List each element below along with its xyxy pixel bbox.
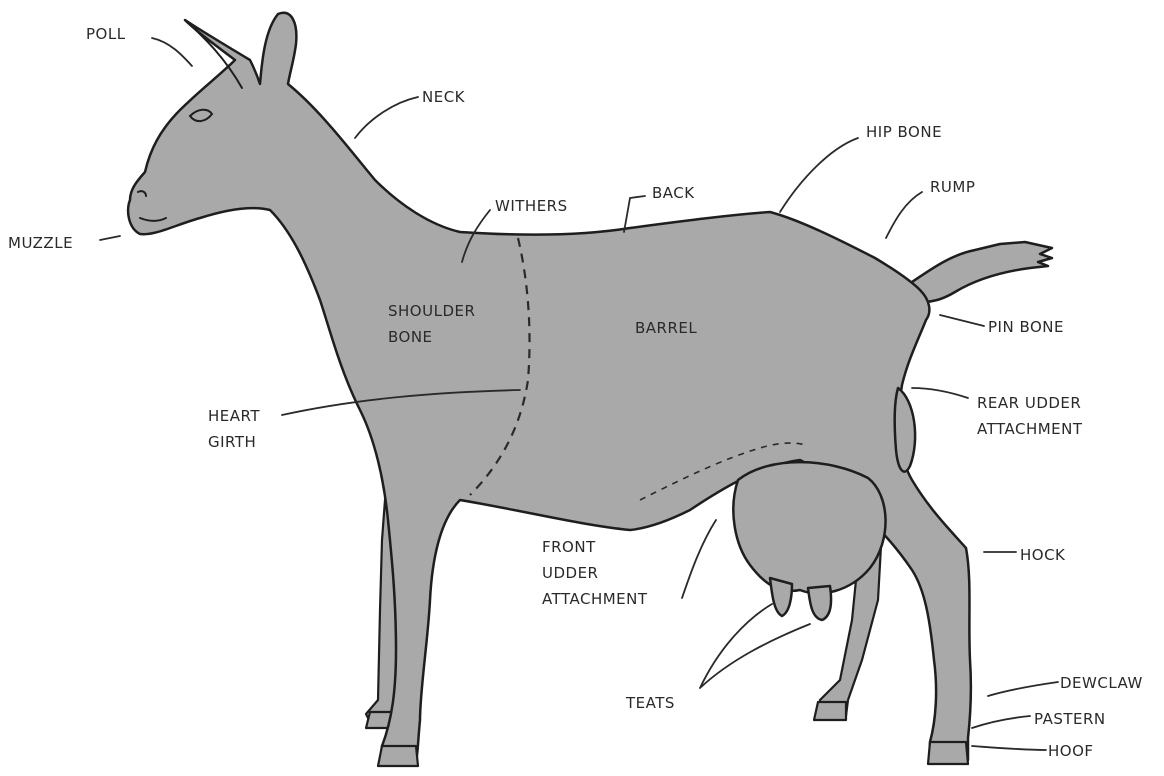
poll-leader	[152, 38, 192, 66]
label-poll: POLL	[86, 25, 126, 43]
label-teats: TEATS	[625, 694, 675, 712]
label-back: BACK	[652, 184, 695, 202]
rear-udder	[895, 388, 915, 472]
label-rear-udder: REAR UDDER	[977, 394, 1081, 412]
label-shoulder-bone: SHOULDER	[388, 302, 475, 320]
udder	[733, 462, 885, 593]
neck-leader	[355, 97, 418, 138]
label-heart-girth-2: GIRTH	[208, 433, 256, 451]
label-rear-udder-2: ATTACHMENT	[977, 420, 1083, 438]
label-muzzle: MUZZLE	[8, 234, 73, 252]
label-shoulder-bone-2: BONE	[388, 328, 433, 346]
label-heart-girth: HEART	[208, 407, 260, 425]
label-barrel: BARREL	[635, 319, 697, 337]
label-pastern: PASTERN	[1034, 710, 1106, 728]
label-pin-bone: PIN BONE	[988, 318, 1064, 336]
label-front-udder: FRONT	[542, 538, 596, 556]
front-udder-leader	[682, 520, 716, 598]
label-hock: HOCK	[1020, 546, 1066, 564]
label-hoof: HOOF	[1048, 742, 1094, 760]
front-hoof	[378, 746, 418, 766]
pinbone-leader	[940, 315, 984, 326]
teat-front	[770, 578, 792, 616]
hoof-leader	[972, 746, 1046, 750]
label-front-udder-3: ATTACHMENT	[542, 590, 648, 608]
teats-leader	[700, 604, 810, 688]
far-hind-hoof	[814, 702, 846, 720]
tail	[912, 242, 1052, 302]
pastern-leader	[972, 716, 1030, 728]
label-rump: RUMP	[930, 178, 975, 196]
label-withers: WITHERS	[495, 197, 568, 215]
label-front-udder-2: UDDER	[542, 564, 598, 582]
rump-leader	[886, 192, 922, 238]
label-neck: NECK	[422, 88, 466, 106]
hipbone-leader	[780, 138, 858, 212]
rear-udder-leader	[912, 388, 968, 398]
dewclaw-leader	[988, 682, 1058, 696]
hind-hoof	[928, 742, 968, 764]
teat-rear	[808, 586, 831, 620]
label-hip-bone: HIP BONE	[866, 123, 942, 141]
muzzle-leader	[100, 236, 120, 240]
label-dewclaw: DEWCLAW	[1060, 674, 1143, 692]
goat-body	[128, 13, 971, 764]
